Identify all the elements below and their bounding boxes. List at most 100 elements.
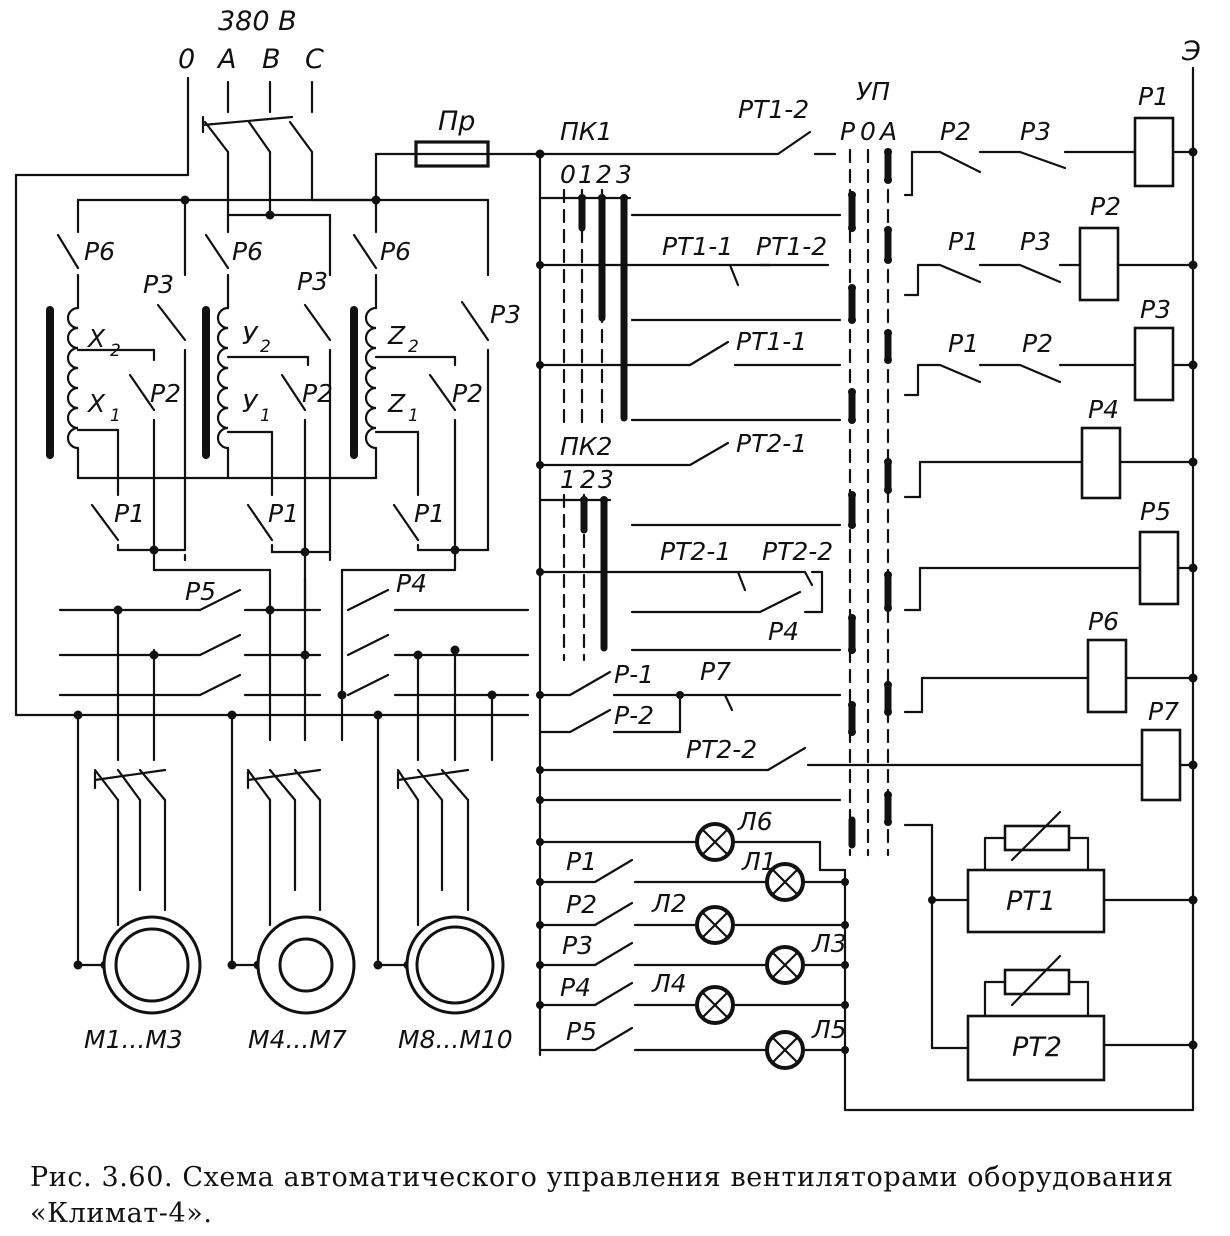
rt2-2-a-label: РТ2-2: [762, 537, 833, 566]
coil1-contact-b: Р3: [1020, 117, 1051, 146]
lamp-l3-label: Л3: [811, 929, 847, 958]
fuse-label: Пр: [438, 106, 475, 137]
tx3-p6-label: Р6: [380, 237, 411, 266]
tx2-p3-label: Р3: [297, 267, 328, 296]
motor-2-label: М4...М7: [248, 1025, 347, 1054]
relay-coil-p6: [1086, 638, 1128, 714]
tx3-p1-label: Р1: [414, 499, 445, 528]
tx2-lower-sub: 1: [260, 406, 271, 426]
lamp-contact-p3: Р3: [562, 931, 593, 960]
motor-group-3: М8...М10: [373, 768, 513, 1054]
signal-lamps: Л6 Р1 Л1 Р2 Л2 Р3 Л3 Р4 Л4: [536, 807, 1195, 1112]
ground-label: Э: [1181, 36, 1201, 67]
pk1-pos-3: 3: [616, 160, 632, 189]
r-1-label: Р-1: [614, 660, 654, 689]
lamp-contact-p4: Р4: [560, 973, 591, 1002]
lamp-l6-label: Л6: [737, 807, 773, 836]
thermo-relay-rt2: [966, 1014, 1106, 1082]
tx3-p2-label: Р2: [452, 379, 483, 408]
distribution-bus: Р5 Р4: [58, 550, 530, 967]
bus-p4-label: Р4: [396, 569, 427, 598]
pk2-pos-1: 1: [560, 465, 576, 494]
lamp-contact-p1: Р1: [566, 847, 597, 876]
tx1-upper-sub: 2: [110, 341, 121, 361]
pk1-label: ПК1: [560, 117, 612, 146]
lamp-contact-p5: Р5: [566, 1017, 597, 1046]
rt1-label: РТ1: [1006, 886, 1056, 917]
pk2-pos-2: 2: [580, 465, 596, 494]
tx1-p2-label: Р2: [150, 379, 181, 408]
lamp-l2-label: Л2: [651, 889, 687, 918]
autotransformer-y: Р6 Р3 Р2 Р1 У 2 У 1: [202, 213, 333, 562]
tx2-lower-label: У: [242, 389, 259, 418]
tx2-p1-label: Р1: [268, 499, 299, 528]
motor-1-label: М1...М3: [84, 1025, 183, 1054]
tx2-p2-label: Р2: [302, 379, 333, 408]
tx1-p6-label: Р6: [84, 237, 115, 266]
r-2-label: Р-2: [614, 701, 654, 730]
rt1-1-b-label: РТ1-1: [736, 327, 807, 356]
phase-a-label: A: [216, 44, 236, 75]
tx2-upper-label: У: [242, 321, 259, 350]
pk2-label: ПК2: [560, 432, 612, 461]
lamp-l5-label: Л5: [811, 1015, 847, 1044]
coil1-contact-a: Р2: [940, 117, 971, 146]
motor-group-2: М4...М7: [227, 768, 356, 1054]
p4-control-label: Р4: [768, 617, 799, 646]
relay-coil-p5: [1138, 530, 1180, 606]
relay-p4-label: Р4: [1088, 395, 1119, 424]
tx1-lower-sub: 1: [110, 406, 121, 426]
relay-coil-p2: [1078, 226, 1120, 302]
phase-0-label: 0: [178, 44, 195, 75]
coil3-contact-b: Р2: [1022, 329, 1053, 358]
rt2-label: РТ2: [1012, 1032, 1062, 1063]
autotransformer-z: Р6 Р3 Р2 Р1 Z 2 Z 1: [350, 198, 521, 572]
rt2-2-b-label: РТ2-2: [686, 735, 757, 764]
thermo-relays: РТ1 РТ2: [903, 810, 1198, 1082]
tx3-lower-label: Z: [387, 389, 406, 418]
relay-p6-label: Р6: [1088, 607, 1119, 636]
control-circuit: РТ1-2 ПК1 0 1 2 3 РТ1-1 РТ1-2 РТ1-1: [486, 36, 1201, 1112]
tx3-lower-sub: 1: [408, 406, 419, 426]
p7-control-label: Р7: [700, 657, 731, 686]
rt1-2-a-label: РТ1-2: [756, 232, 827, 261]
rt2-1-a-label: РТ2-1: [736, 429, 807, 458]
bus-p5-label: Р5: [185, 577, 216, 606]
lamp-contact-p2: Р2: [566, 890, 597, 919]
tx1-p3-label: Р3: [143, 270, 174, 299]
coil2-contact-b: Р3: [1020, 227, 1051, 256]
rt1-1-a-label: РТ1-1: [662, 232, 733, 261]
rt2-1-b-label: РТ2-1: [660, 537, 731, 566]
relay-coil-p1: [1133, 116, 1175, 188]
pk1-pos-1: 1: [578, 160, 594, 189]
lamp-l4-label: Л4: [651, 969, 687, 998]
motor-group-1: М1...М3: [73, 768, 202, 1054]
pk1-pos-0: 0: [560, 160, 576, 189]
power-supply: 380 B 0 A B C Пр: [14, 6, 530, 717]
selector-col-0: 0: [860, 117, 876, 146]
selector-col-r: Р: [840, 117, 856, 146]
circuit-schematic: 380 B 0 A B C Пр: [14, 6, 1201, 1112]
relay-coil-p4: [1080, 426, 1122, 500]
selector-title: УП: [856, 77, 890, 106]
pk1-pos-2: 2: [596, 160, 612, 189]
thermo-relay-rt1: [966, 868, 1106, 934]
tx1-upper-label: X: [86, 324, 106, 353]
tx2-upper-sub: 2: [260, 337, 271, 357]
relay-coil-p3: [1133, 326, 1175, 402]
relay-p3-label: Р3: [1140, 295, 1171, 324]
tx3-upper-sub: 2: [408, 337, 419, 357]
phase-c-label: C: [305, 44, 324, 75]
tx3-upper-label: Z: [387, 321, 406, 350]
tx3-p3-label: Р3: [490, 300, 521, 329]
relay-coil-p7: [1140, 728, 1182, 802]
relay-p2-label: Р2: [1090, 192, 1121, 221]
coil2-contact-a: Р1: [948, 227, 979, 256]
selector-col-a: А: [878, 117, 897, 146]
supply-voltage-label: 380 B: [218, 6, 297, 37]
tx1-lower-label: X: [86, 389, 106, 418]
coil3-contact-a: Р1: [948, 329, 979, 358]
figure-caption: Рис. 3.60. Схема автоматического управле…: [30, 1162, 1174, 1229]
tx2-p6-label: Р6: [232, 237, 263, 266]
rt1-2-top-label: РТ1-2: [738, 95, 809, 124]
